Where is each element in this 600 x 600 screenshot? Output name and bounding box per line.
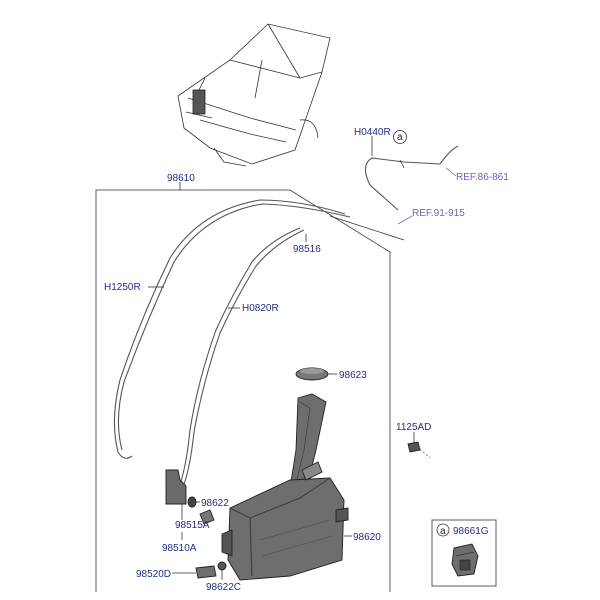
label-98622c: 98622C (206, 582, 241, 593)
ref-91-leader (397, 215, 413, 225)
label-98510a: 98510A (162, 543, 197, 554)
part-98661g-shape (451, 543, 479, 577)
label-98610: 98610 (167, 173, 195, 184)
label-98661g: 98661G (453, 526, 489, 537)
label-98520d: 98520D (136, 569, 171, 580)
label-1125ad: 1125AD (396, 422, 431, 433)
label-ref-86-861: REF.86-861 (456, 172, 509, 183)
label-98516: 98516 (293, 244, 321, 255)
hose-routing (113, 199, 351, 491)
vehicle-front-illustration (177, 23, 331, 167)
label-h1250r: H1250R (104, 282, 141, 293)
ref-86-leader (445, 167, 457, 177)
pump-98510a-shape (199, 509, 215, 525)
bolt-1125ad-shape (407, 441, 421, 453)
label-h0820r: H0820R (242, 303, 279, 314)
label-98620: 98620 (353, 532, 381, 543)
pump-bracket-shape (165, 469, 187, 505)
label-ref-91-915: REF.91-915 (412, 208, 465, 219)
label-h0440r: H0440R (354, 127, 391, 138)
seal-98622-shape (187, 496, 197, 508)
sensor-98520d-shape (195, 565, 217, 579)
reservoir-98620-shape (221, 461, 349, 581)
seal-98622c-shape (217, 561, 227, 571)
marker-a-text: a (397, 132, 403, 143)
label-98623: 98623 (339, 370, 367, 381)
inset-marker-a: a (440, 526, 446, 537)
marker-a-circle (393, 130, 407, 144)
label-98515a: 98515A (175, 520, 210, 531)
assembly-98610-frame (95, 189, 391, 592)
label-98622-upper: 98622 (201, 498, 229, 509)
hose-h0440r-line (364, 136, 459, 211)
